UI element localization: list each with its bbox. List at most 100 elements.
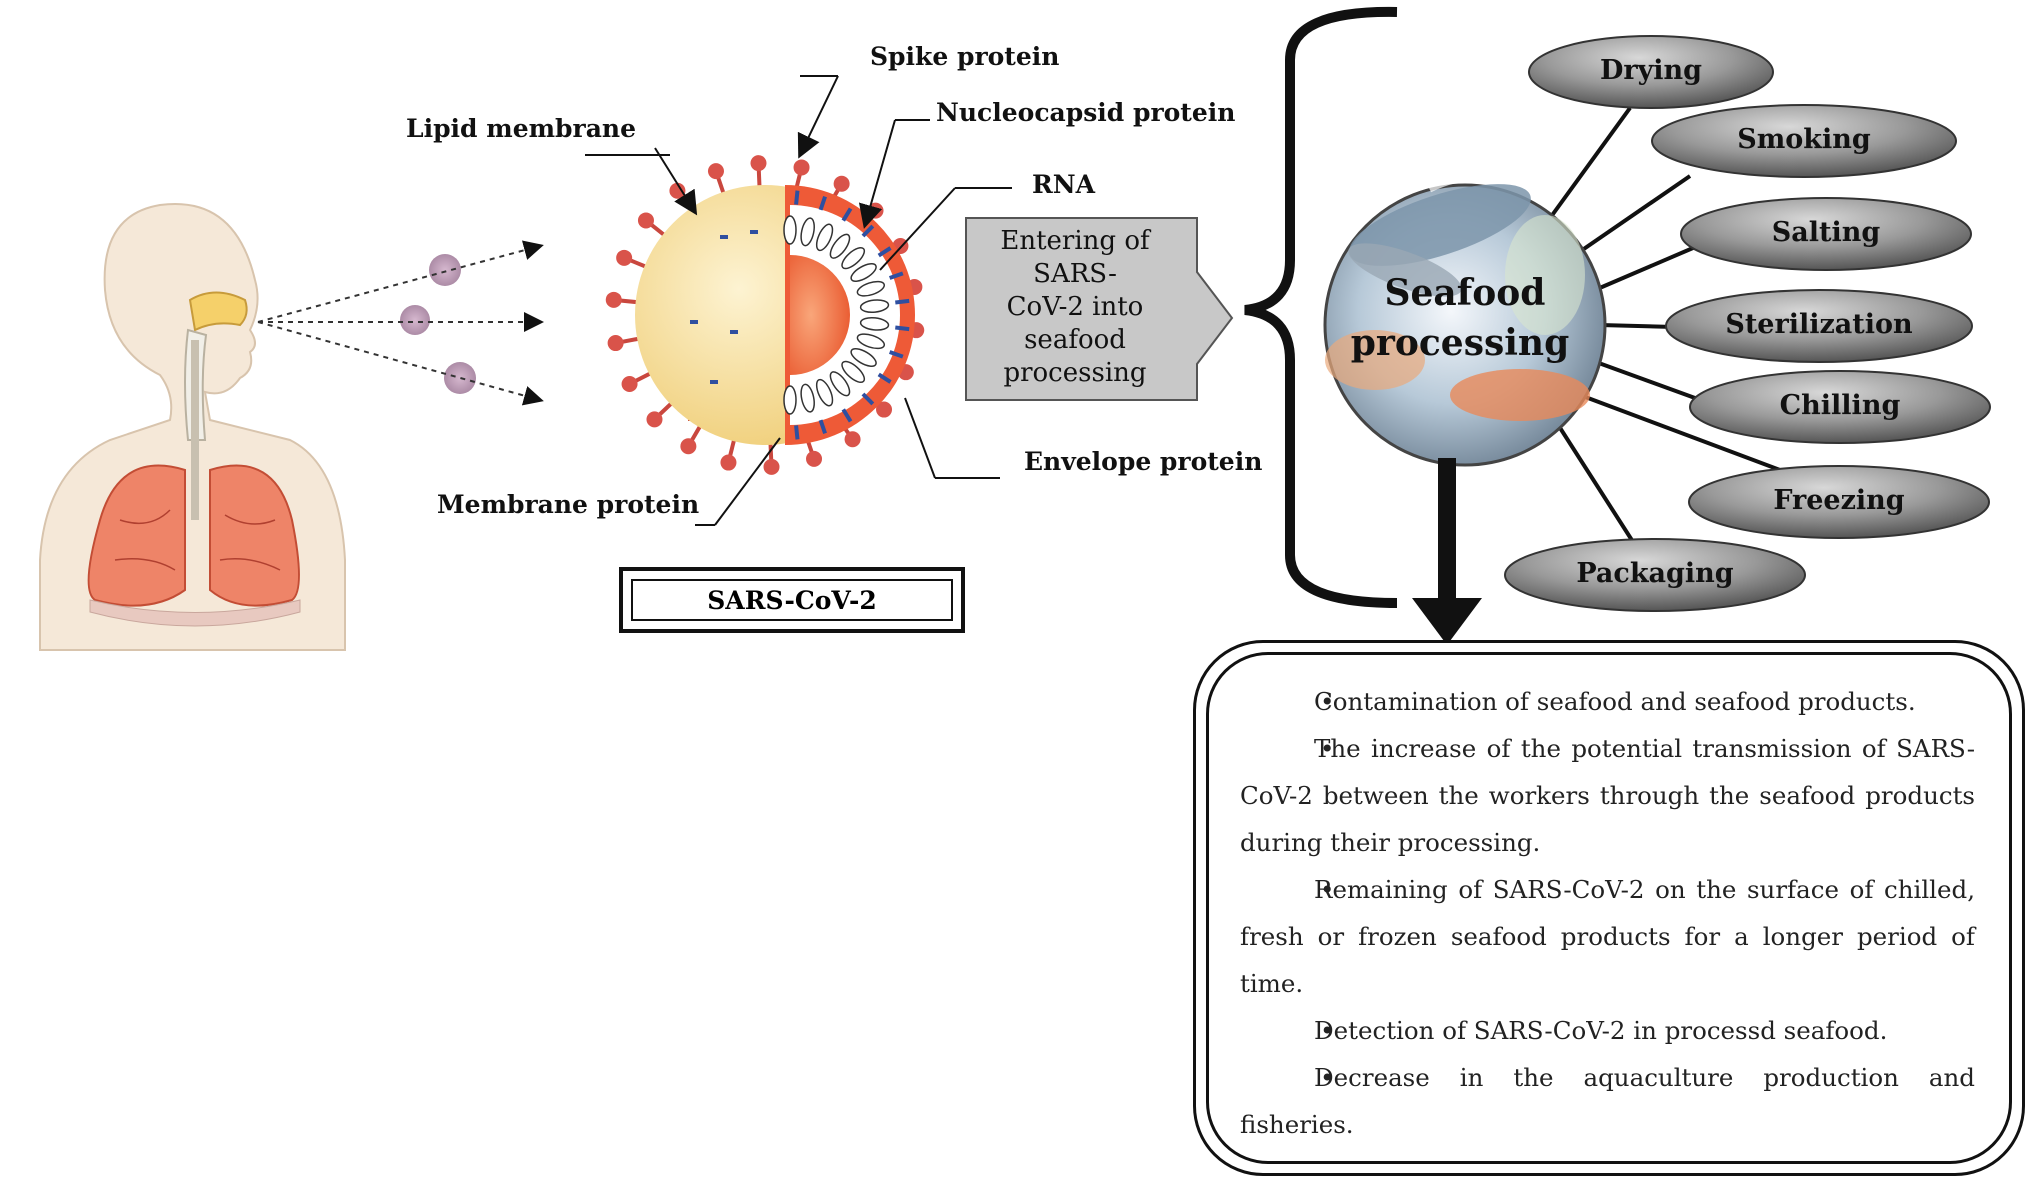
nucleocapsid-loop <box>800 217 815 247</box>
label-rna: RNA <box>1032 170 1096 199</box>
membrane-protein-mark <box>720 235 728 239</box>
ellipse-salting <box>1680 197 1972 271</box>
droplet-icon <box>444 362 476 394</box>
process-smoking: Smoking <box>1737 124 1871 155</box>
membrane-protein-mark <box>889 350 904 359</box>
arrow-text-line: SARS- <box>1033 259 1117 289</box>
droplet-icon <box>400 305 430 335</box>
nucleocapsid-loop <box>829 233 851 259</box>
nucleocapsid-loop <box>841 360 866 384</box>
nucleocapsid-loop <box>859 299 890 314</box>
process-ellipses <box>1504 35 1991 612</box>
fish-icon <box>1348 243 1462 297</box>
ellipse-drying <box>1528 35 1774 109</box>
spike-head <box>844 431 861 448</box>
arrow-text-line: processing <box>1003 358 1147 388</box>
impact-item: Decrease in the aquaculture production a… <box>1240 1054 1975 1148</box>
spike-head <box>707 163 724 180</box>
entering-arrow <box>965 217 1234 401</box>
nucleocapsid-loop <box>783 215 797 245</box>
arrow-text-line: Entering of <box>1000 226 1150 256</box>
process-drying: Drying <box>1599 55 1703 86</box>
ellipse-packaging <box>1504 538 1806 612</box>
nucleocapsid-loop <box>815 378 834 407</box>
ellipse-freezing <box>1688 465 1990 539</box>
impact-item: Detection of SARS-CoV-2 in processd seaf… <box>1240 1007 1975 1054</box>
membrane-protein-mark <box>841 207 853 222</box>
nucleocapsid-loop <box>856 333 886 350</box>
spike-head <box>763 458 780 475</box>
label-lipid-membrane: Lipid membrane <box>406 114 636 143</box>
impact-item: Contamination of seafood and seafood pro… <box>1240 678 1975 725</box>
curly-brace <box>1244 6 1398 608</box>
seafood-icon <box>1325 330 1425 390</box>
membrane-proteins <box>690 190 910 440</box>
seafood-title: Seafood <box>1384 272 1546 314</box>
membrane-protein-mark <box>750 230 758 234</box>
membrane-protein-mark <box>895 325 910 332</box>
ellipse-chilling <box>1689 370 1991 444</box>
membrane-protein-mark <box>818 195 827 211</box>
membrane-protein-mark <box>818 419 827 435</box>
membrane-protein-mark <box>877 372 892 384</box>
impacts-box-inner <box>1206 652 2012 1164</box>
sars-cov-2-virion <box>605 155 925 475</box>
spike-head <box>637 212 654 229</box>
arrow-text-line: seafood <box>1024 325 1126 355</box>
rna-core <box>790 255 850 375</box>
nucleocapsid-loop <box>800 383 815 413</box>
membrane-protein-mark <box>895 298 910 305</box>
membrane-protein-mark <box>690 320 698 324</box>
processing-title: processing <box>1350 322 1570 364</box>
process-sterilization: Sterilization <box>1725 309 1913 340</box>
shrimp-icon <box>1450 369 1590 421</box>
spike-head <box>621 376 638 393</box>
nucleocapsid-loop <box>859 316 890 331</box>
membrane-protein-mark <box>730 330 738 334</box>
spike-head <box>616 249 633 266</box>
process-connectors <box>1543 106 1781 547</box>
label-nucleocapsid-protein: Nucleocapsid protein <box>936 98 1236 127</box>
spray-arrows <box>257 240 544 406</box>
seafood-globe <box>1323 175 1607 467</box>
nucleocapsid-loop <box>815 223 834 252</box>
nucleocapsid-loop <box>783 385 797 415</box>
spike-head <box>876 401 893 418</box>
process-freezing: Freezing <box>1773 485 1905 516</box>
nucleocapsid-loop <box>829 371 851 397</box>
label-spike-protein: Spike protein <box>870 42 1060 71</box>
entering-arrow-text: Entering of SARS- CoV-2 into seafood pro… <box>975 225 1175 390</box>
arrow-text-line: CoV-2 into <box>1006 292 1144 322</box>
spike-head <box>793 159 810 176</box>
nucleocapsid-icon <box>783 215 890 415</box>
membrane-protein-mark <box>710 380 718 384</box>
spike-head <box>806 450 823 467</box>
membrane-protein-mark <box>861 392 875 406</box>
spike-head <box>720 454 737 471</box>
spike-head <box>750 155 767 172</box>
sars-cov-2-label: SARS-CoV-2 <box>631 579 953 621</box>
process-packaging: Packaging <box>1576 558 1734 589</box>
human-figure <box>39 203 346 651</box>
droplet-icon <box>429 254 461 286</box>
spike-head <box>833 175 850 192</box>
droplet-icons <box>400 254 476 394</box>
spike-head <box>605 291 622 308</box>
virus-label-lines <box>585 75 1012 526</box>
membrane-protein-mark <box>794 425 800 440</box>
sars-cov-2-box: SARS-CoV-2 <box>619 567 965 633</box>
membrane-protein-mark <box>877 246 892 258</box>
process-salting: Salting <box>1771 217 1881 248</box>
process-chilling: Chilling <box>1779 390 1901 421</box>
nucleocapsid-loop <box>841 246 866 270</box>
impact-item: The increase of the potential transmissi… <box>1240 725 1975 866</box>
label-envelope-protein: Envelope protein <box>1024 447 1263 476</box>
membrane-protein-mark <box>889 271 904 280</box>
impacts-list: Contamination of seafood and seafood pro… <box>1240 678 1975 1148</box>
fish-icon <box>1349 184 1531 266</box>
spike-head <box>680 438 697 455</box>
nucleocapsid-loop <box>856 280 886 297</box>
membrane-protein-mark <box>794 190 800 205</box>
spike-head <box>646 411 663 428</box>
spike-head <box>607 335 624 352</box>
